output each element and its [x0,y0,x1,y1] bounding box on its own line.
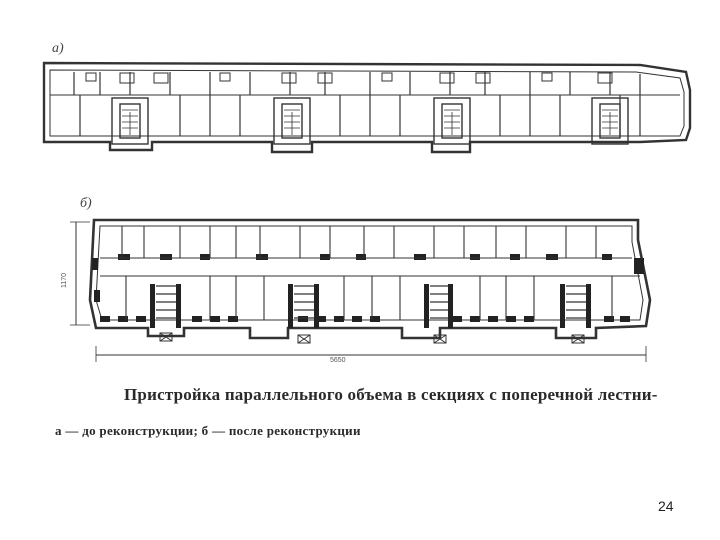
page-number: 24 [658,498,674,514]
caption-title: Пристройка параллельного объема в секция… [124,385,658,404]
caption-subtitle: а — до реконструкции; б — после реконстр… [55,423,361,438]
plan-b-label: б) [80,196,92,211]
plan-a-label: а) [52,41,64,56]
plan-b-after: б) 1170 [61,196,652,364]
plan-b-height-dimension: 1170 [61,273,68,288]
plan-b-length-dimension: 5650 [330,357,346,364]
plan-a-before: а) [42,41,692,154]
